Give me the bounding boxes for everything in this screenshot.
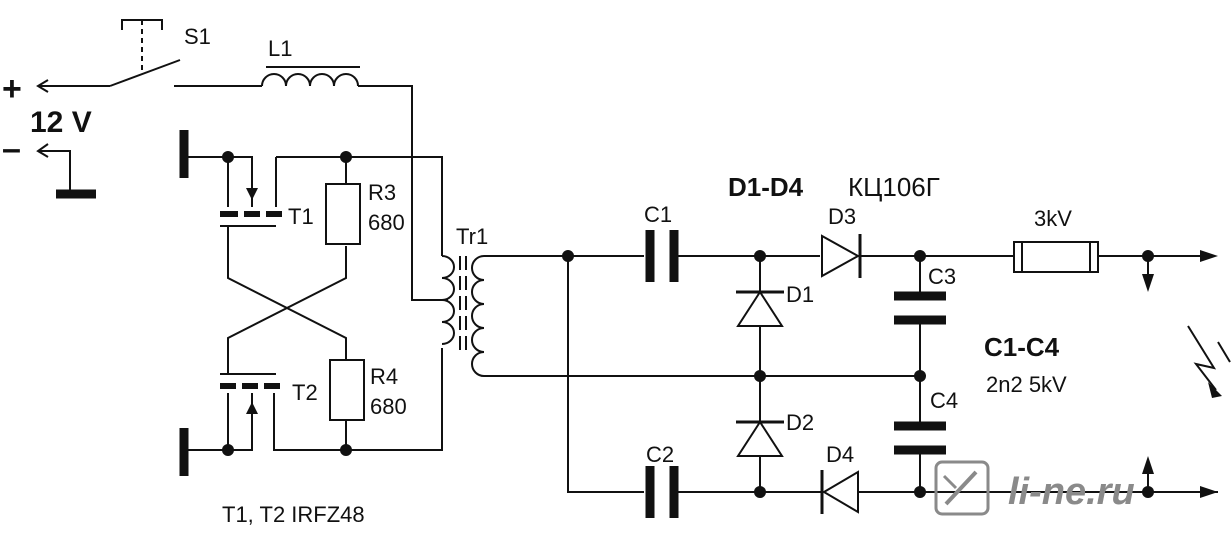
junction-dot bbox=[914, 486, 926, 498]
power-input: + – 12 V bbox=[2, 70, 110, 199]
output-resistor-outer bbox=[1013, 241, 1099, 273]
transformer-label: Tr1 bbox=[456, 224, 488, 249]
t1-body-lead bbox=[228, 156, 253, 207]
transistor-t1: T1 bbox=[220, 156, 314, 229]
primary-winding bbox=[441, 255, 455, 345]
output-resistor-label: 3kV bbox=[1034, 206, 1072, 231]
caps-value-label: 2n2 5kV bbox=[986, 372, 1067, 397]
minus-wire bbox=[38, 150, 71, 192]
diodes-range-label: D1-D4 bbox=[728, 172, 804, 202]
cross-wire-t1-to-r4 bbox=[227, 226, 347, 360]
supply-voltage-label: 12 V bbox=[30, 106, 92, 139]
junction-dot bbox=[340, 444, 352, 456]
watermark-logo-icon bbox=[934, 460, 990, 516]
r3-value: 680 bbox=[368, 210, 405, 235]
top-rail-wire bbox=[276, 156, 443, 256]
caps-range-label: C1-C4 bbox=[984, 332, 1060, 362]
inductor-l1: L1 bbox=[261, 36, 448, 301]
junction-dot bbox=[222, 151, 234, 163]
junction-dot bbox=[222, 444, 234, 456]
plus-sign: + bbox=[2, 70, 22, 108]
switch-lever bbox=[109, 59, 181, 87]
d2-label: D2 bbox=[786, 410, 814, 435]
capacitor-c2: C2 bbox=[645, 442, 822, 518]
resistor-r4: R4 680 bbox=[329, 359, 407, 450]
watermark-text: li-ne.ru bbox=[1008, 471, 1135, 513]
c1-label: C1 bbox=[644, 202, 672, 227]
diode-d2: D2 bbox=[736, 410, 814, 457]
t2-arrow-icon bbox=[246, 402, 258, 414]
resistor-r3: R3 680 bbox=[325, 157, 405, 245]
d3-triangle bbox=[821, 234, 861, 278]
c2-feed-wire bbox=[567, 256, 644, 493]
output-top-arrow-icon bbox=[1200, 250, 1218, 262]
r4-body bbox=[329, 359, 365, 421]
lightning-arrowhead-icon bbox=[1208, 382, 1222, 398]
r4-value: 680 bbox=[370, 394, 407, 419]
r4-name: R4 bbox=[370, 364, 398, 389]
t2-body-lead bbox=[228, 393, 253, 451]
d1-triangle bbox=[736, 290, 784, 327]
watermark-ruler-icon bbox=[942, 474, 958, 490]
t2-label: T2 bbox=[292, 380, 318, 405]
d2-triangle bbox=[736, 420, 784, 457]
transistors-label: T1, T2 IRFZ48 bbox=[222, 502, 365, 527]
switch-s1: S1 bbox=[109, 19, 262, 87]
c4-label: C4 bbox=[930, 388, 958, 413]
junction-dot bbox=[754, 250, 766, 262]
d1-label: D1 bbox=[786, 282, 814, 307]
spark-gap-top-arrow-icon bbox=[1142, 274, 1154, 292]
secondary-winding bbox=[471, 255, 485, 377]
cross-wire-t2-to-r3 bbox=[227, 246, 347, 374]
t2-drain-lead bbox=[273, 393, 346, 451]
transformer-tr1: Tr1 bbox=[441, 224, 488, 377]
c2-label: C2 bbox=[646, 442, 674, 467]
inductor-label: L1 bbox=[268, 36, 292, 61]
capacitor-c4: C4 bbox=[894, 388, 958, 455]
spark-gap-bottom-arrow-icon bbox=[1142, 456, 1154, 474]
lightning-bolt-left bbox=[1187, 325, 1217, 391]
diode-d1: D1 bbox=[736, 282, 814, 327]
center-tap-wire bbox=[358, 85, 448, 301]
output-resistor-inner bbox=[1021, 241, 1091, 273]
junction-dot bbox=[914, 370, 926, 382]
spark-lightning-icon bbox=[1187, 325, 1231, 398]
inductor-coil bbox=[261, 73, 359, 87]
output-resistor: 3kV bbox=[1013, 206, 1200, 273]
bottom-rail-wire bbox=[346, 348, 443, 451]
transistor-t2: T2 bbox=[220, 373, 346, 451]
junction-dot bbox=[562, 250, 574, 262]
t1-arrow-icon bbox=[246, 188, 258, 200]
c3-label: C3 bbox=[928, 264, 956, 289]
d4-triangle bbox=[822, 470, 859, 514]
d4-label: D4 bbox=[826, 442, 854, 467]
junction-dot bbox=[754, 370, 766, 382]
junction-dot bbox=[914, 250, 926, 262]
r3-name: R3 bbox=[368, 180, 396, 205]
switch-label: S1 bbox=[184, 24, 211, 49]
diode-d3: D3 bbox=[821, 204, 1014, 278]
minus-sign: – bbox=[2, 130, 21, 168]
lightning-bolt-right bbox=[1217, 341, 1231, 363]
watermark-pencil-icon bbox=[944, 470, 978, 506]
capacitor-c1: C1 bbox=[644, 202, 820, 282]
r3-body bbox=[325, 183, 361, 245]
capacitor-c3: C3 bbox=[894, 264, 956, 325]
d3-label: D3 bbox=[828, 204, 856, 229]
junction-dot bbox=[340, 151, 352, 163]
diodes-type-label: КЦ106Г bbox=[848, 172, 940, 202]
watermark: li-ne.ru bbox=[934, 460, 1135, 516]
junction-dot bbox=[754, 486, 766, 498]
output-bottom-arrow-icon bbox=[1200, 486, 1218, 498]
t1-label: T1 bbox=[288, 204, 314, 229]
